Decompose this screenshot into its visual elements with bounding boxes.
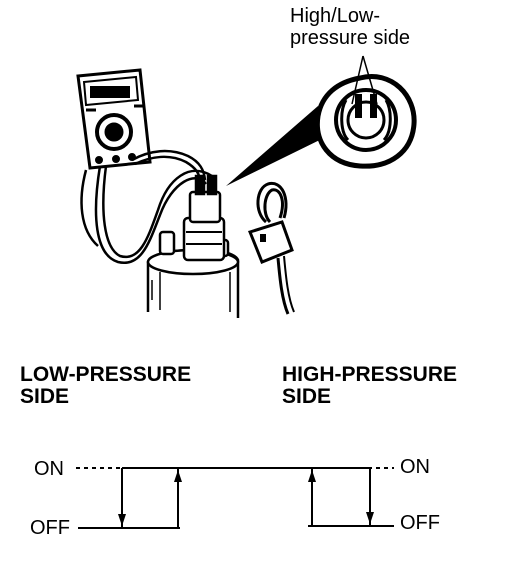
arrow-down-high (366, 512, 374, 524)
high-heading-line-2: SIDE (282, 385, 332, 409)
on-label-left: ON (34, 458, 64, 480)
callout-line-1: High/Low- (290, 5, 381, 27)
pressure-switch-icon (314, 74, 417, 169)
off-label-right: OFF (400, 512, 440, 534)
callout-label: High/Low- pressure side (290, 5, 410, 49)
multimeter-icon (76, 68, 152, 170)
arrow-down-low (118, 514, 126, 526)
low-heading-line-1: LOW-PRESSURE (20, 363, 192, 386)
magnifier-wedge (226, 106, 336, 186)
switching-arrows (118, 470, 374, 526)
off-label-left: OFF (30, 517, 70, 539)
connector-icon (248, 181, 295, 315)
high-heading-line-1: HIGH-PRESSURE (282, 363, 458, 386)
receiver-body (146, 174, 240, 318)
arrow-up-high (308, 470, 316, 482)
arrow-up-low (174, 470, 182, 482)
low-heading-line-2: SIDE (20, 385, 70, 409)
callout-line-2: pressure side (290, 27, 411, 49)
callout-pointer (351, 55, 378, 105)
high-pressure-heading: HIGH-PRESSURE SIDE (282, 363, 458, 409)
low-pressure-heading: LOW-PRESSURE SIDE (20, 363, 192, 409)
on-label-right: ON (400, 456, 430, 478)
